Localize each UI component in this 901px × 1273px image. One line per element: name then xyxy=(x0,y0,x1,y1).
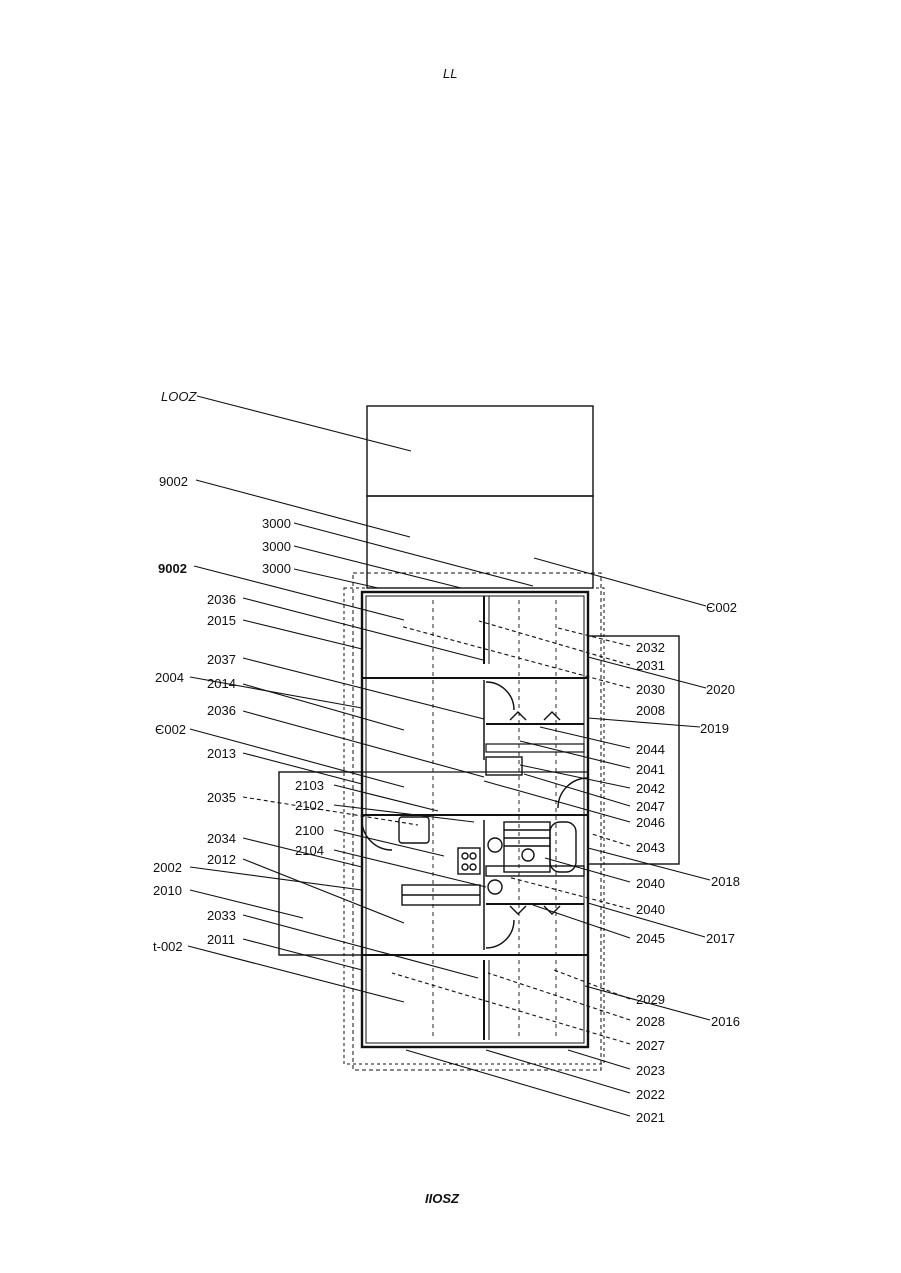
label-2020: 2020 xyxy=(706,682,735,697)
label-2021: 2021 xyxy=(636,1110,665,1125)
label-2014: 2014 xyxy=(207,676,236,691)
label-2023: 2023 xyxy=(636,1063,665,1078)
leader-lines xyxy=(188,396,710,1116)
label-2037: 2037 xyxy=(207,652,236,667)
label-2046: 2046 xyxy=(636,815,665,830)
label-2004: 2004 xyxy=(155,670,184,685)
label-2041: 2041 xyxy=(636,762,665,777)
label-2043: 2043 xyxy=(636,840,665,855)
label-2011: 2011 xyxy=(207,932,235,947)
label-2032: 2032 xyxy=(636,640,665,655)
label-2036-b: 2036 xyxy=(207,703,236,718)
label-2028: 2028 xyxy=(636,1014,665,1029)
label-2045: 2045 xyxy=(636,931,665,946)
label-2031: 2031 xyxy=(636,658,665,673)
label-2034: 2034 xyxy=(207,831,236,846)
label-9002-bold: 9002 xyxy=(158,561,187,576)
label-2035: 2035 xyxy=(207,790,236,805)
label-2013: 2013 xyxy=(207,746,236,761)
label-2002: 2002 xyxy=(153,860,182,875)
label-3000-a: 3000 xyxy=(262,516,291,531)
label-2027: 2027 xyxy=(636,1038,665,1053)
label-e002-right: Є002 xyxy=(706,600,737,615)
label-2015: 2015 xyxy=(207,613,236,628)
label-2012: 2012 xyxy=(207,852,236,867)
label-2030: 2030 xyxy=(636,682,665,697)
label-e002-left: Є002 xyxy=(155,722,186,737)
right-wing xyxy=(588,636,679,864)
label-2018: 2018 xyxy=(711,874,740,889)
label-2029: 2029 xyxy=(636,992,665,1007)
label-2008: 2008 xyxy=(636,703,665,718)
label-3000-b: 3000 xyxy=(262,539,291,554)
label-2103: 2103 xyxy=(295,778,324,793)
label-2022: 2022 xyxy=(636,1087,665,1102)
label-2001: LOOZ xyxy=(161,389,197,404)
label-2047: 2047 xyxy=(636,799,665,814)
right-labels: Є002 2032 2031 2020 2030 2008 2019 2044 … xyxy=(636,600,740,1125)
label-2036-a: 2036 xyxy=(207,592,236,607)
annex-lower xyxy=(367,496,593,588)
label-t002: t-002 xyxy=(153,939,183,954)
main-building xyxy=(362,592,588,1047)
label-3000-c: 3000 xyxy=(262,561,291,576)
label-2016: 2016 xyxy=(711,1014,740,1029)
floor-plan xyxy=(279,406,679,1070)
label-2104: 2104 xyxy=(295,843,324,858)
label-2019: 2019 xyxy=(700,721,729,736)
label-2042: 2042 xyxy=(636,781,665,796)
label-2040-a: 2040 xyxy=(636,876,665,891)
label-2017: 2017 xyxy=(706,931,735,946)
label-2100: 2100 xyxy=(295,823,324,838)
label-9002-top: 9002 xyxy=(159,474,188,489)
label-2033: 2033 xyxy=(207,908,236,923)
annex-upper xyxy=(367,406,593,496)
outer-boundary-2 xyxy=(344,588,604,1064)
label-2010: 2010 xyxy=(153,883,182,898)
label-2102: 2102 xyxy=(295,798,324,813)
label-2040-b: 2040 xyxy=(636,902,665,917)
label-2044: 2044 xyxy=(636,742,665,757)
